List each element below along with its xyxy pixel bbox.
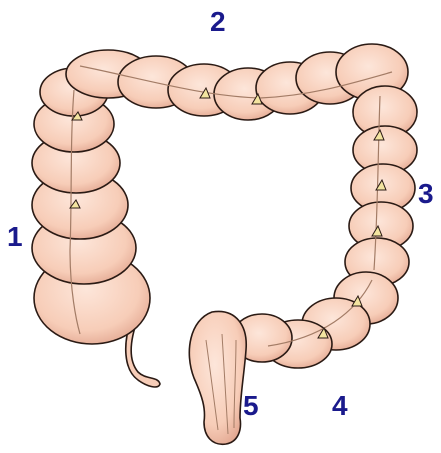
sigmoid-colon	[232, 272, 398, 368]
rectum	[189, 311, 246, 444]
label-transverse-colon: 2	[210, 8, 226, 36]
ascending-colon	[32, 68, 160, 387]
label-rectum: 5	[243, 392, 259, 420]
label-sigmoid-colon: 4	[332, 392, 348, 420]
label-ascending-colon: 1	[7, 223, 23, 251]
descending-colon	[345, 86, 417, 286]
label-descending-colon: 3	[418, 180, 434, 208]
